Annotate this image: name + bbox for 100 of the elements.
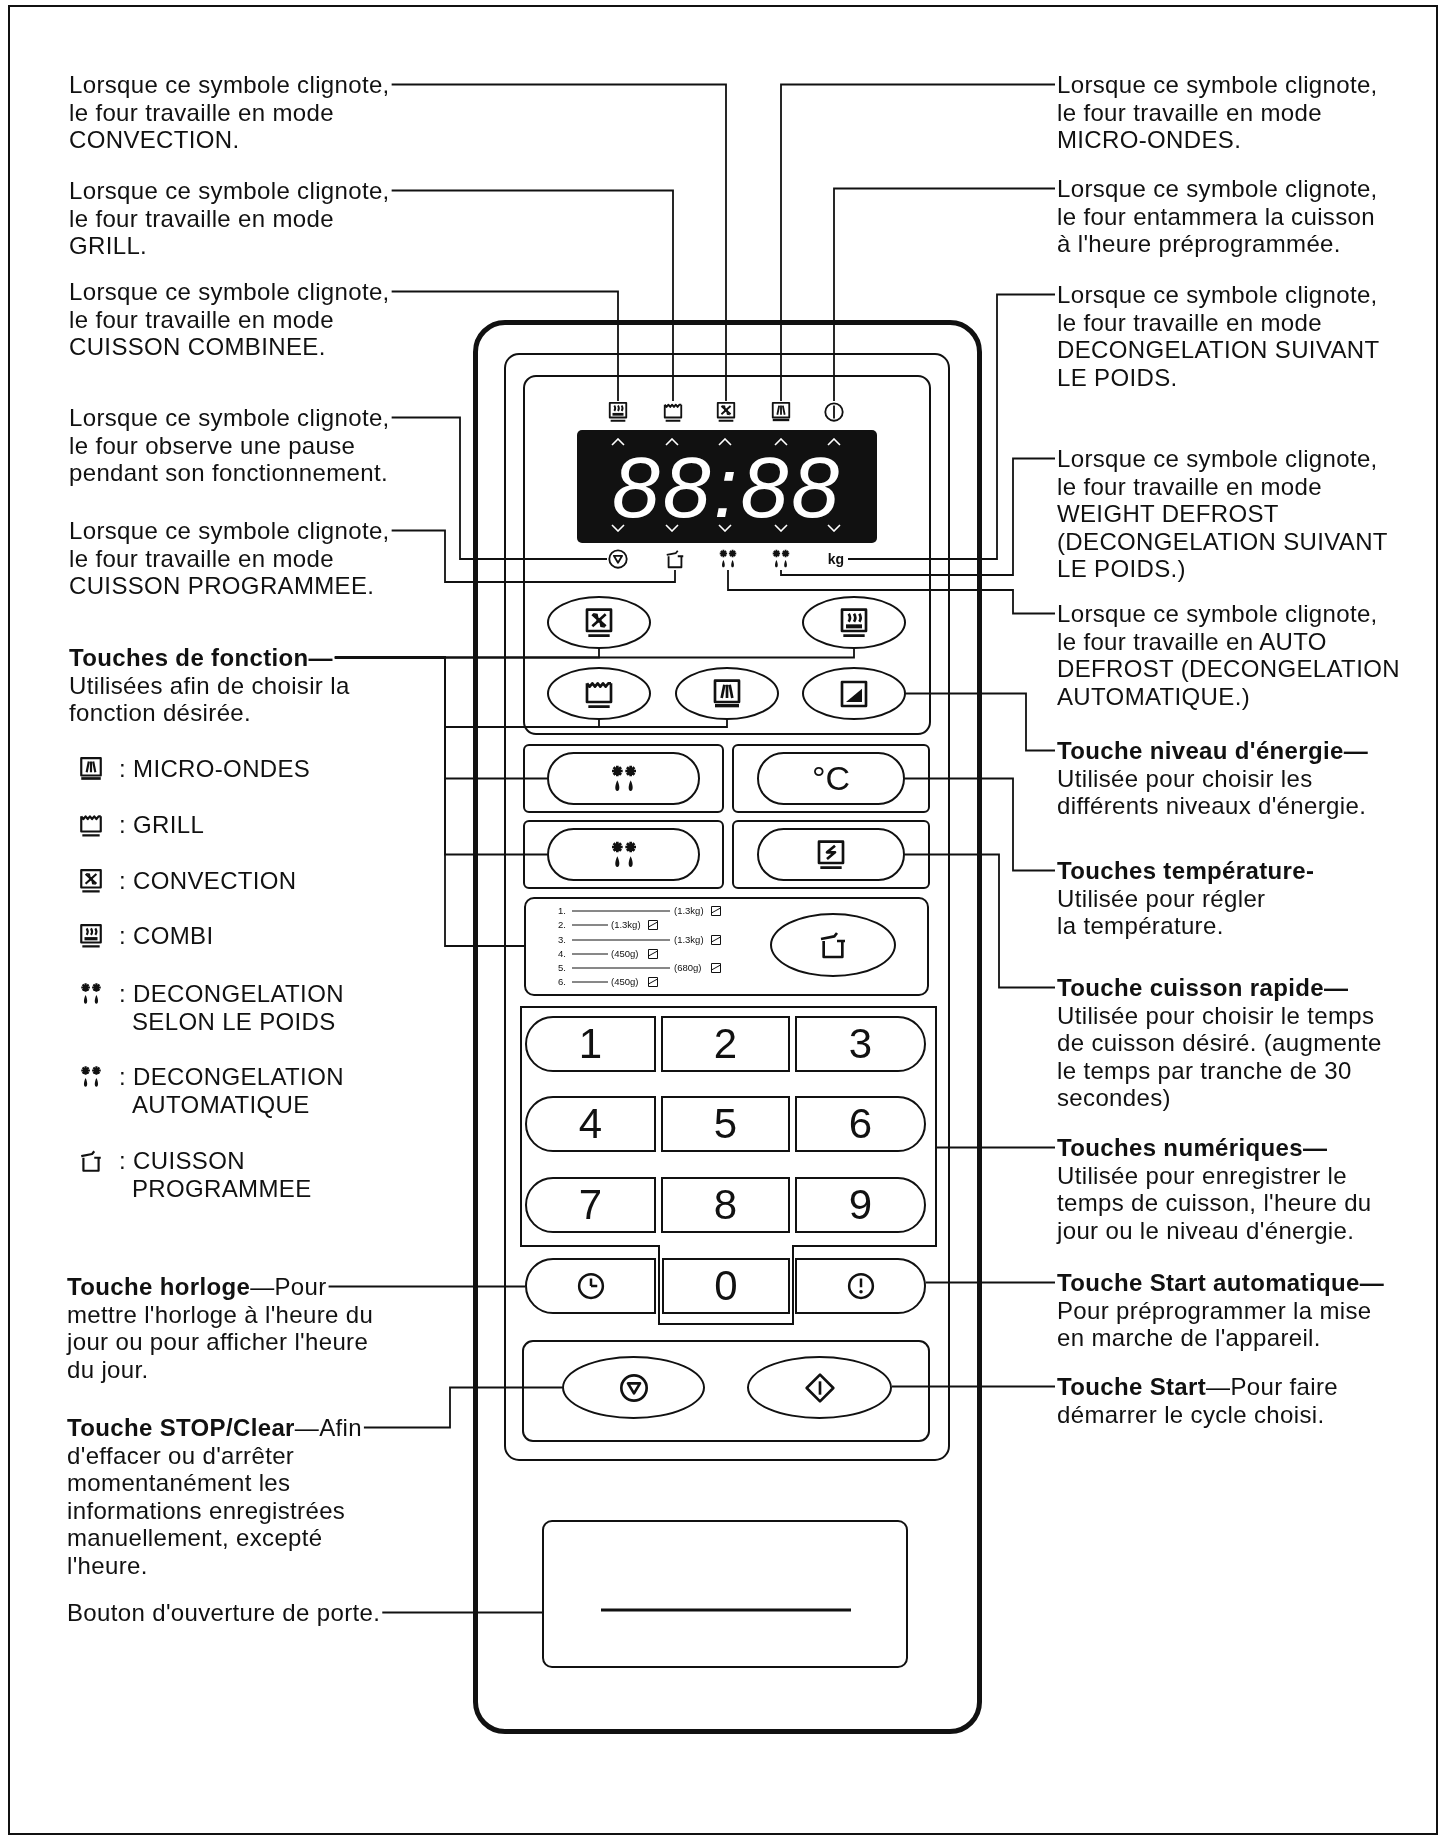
number-key: 9 <box>795 1177 926 1233</box>
callout-heading: Touche Start automatique— <box>1057 1269 1384 1297</box>
rays-box-icon <box>770 401 792 423</box>
callout-text: Pour préprogrammer la mise en marche de l'appareil. <box>1057 1296 1373 1352</box>
leader-line <box>780 83 1056 402</box>
callout-text: Touche STOP/Clear—Afin d'effacer ou d'arrêter momentanément les informations enregistrées manuellement, excepté l'heure. <box>67 1414 363 1580</box>
callout-text: Utilisée pour enregistrer le temps de cuisson, l'heure du jour ou le niveau d'énergie. <box>1057 1161 1373 1245</box>
legend-text: : COMBI <box>119 922 215 950</box>
legend-text: : DECONGELATION SELON LE POIDS <box>119 980 345 1036</box>
leader-line <box>847 293 1056 560</box>
number-key: 3 <box>795 1016 926 1072</box>
list-number: 3. <box>558 934 566 946</box>
function-key <box>562 1356 705 1419</box>
legend-text: : GRILL <box>119 811 206 839</box>
leader-line <box>727 569 1056 615</box>
callout-text: Lorsque ce symbole clignote, le four travaille en mode CONVECTION. <box>69 71 391 154</box>
callout-text: Utilisée pour choisir les différents niveaux d'énergie. <box>1057 764 1368 820</box>
leader-line <box>334 656 525 947</box>
program-panel <box>524 897 929 996</box>
function-key <box>525 1258 656 1314</box>
function-key <box>547 752 700 805</box>
number-key: 6 <box>795 1096 926 1152</box>
control-panel <box>473 320 982 1734</box>
weight-label: (1.3kg) <box>674 934 704 946</box>
function-key <box>547 596 651 649</box>
weight-label: (680g) <box>674 962 702 974</box>
leader-line <box>925 1281 1056 1284</box>
callout-heading: Touches température- <box>1057 857 1315 885</box>
leader-line <box>390 416 608 560</box>
legend-text: : MICRO-ONDES <box>119 755 312 783</box>
weight-label: (1.3kg) <box>611 919 641 931</box>
leader-line <box>936 1146 1056 1149</box>
callout-heading: Touches de fonction— <box>69 644 333 672</box>
unit-label: kg <box>824 549 848 569</box>
function-key <box>795 1258 926 1314</box>
leader-line <box>833 187 1056 402</box>
number-key: 2 <box>661 1016 790 1072</box>
function-key: °C <box>757 752 905 805</box>
leader-line <box>390 529 676 583</box>
door-button <box>542 1520 908 1668</box>
function-key <box>770 913 896 977</box>
callout-text: Lorsque ce symbole clignote, le four entammera la cuisson à l'heure préprogrammée. <box>1057 175 1379 258</box>
number-key: 5 <box>661 1096 790 1152</box>
number-key: 7 <box>525 1177 656 1233</box>
callout-text: Lorsque ce symbole clignote, le four observe une pause pendant son fonctionnement. <box>69 404 391 487</box>
leader-line <box>891 1385 1056 1388</box>
legend-text: : DECONGELATION AUTOMATIQUE <box>119 1063 345 1119</box>
number-key: 0 <box>662 1258 790 1314</box>
function-key <box>747 1356 892 1419</box>
weight-label: (450g) <box>611 948 639 960</box>
callout-text: Bouton d'ouverture de porte. <box>67 1599 382 1627</box>
callout-text: Touche Start—Pour faire démarrer le cycle choisi. <box>1057 1373 1339 1429</box>
function-key <box>675 667 779 720</box>
callout-text: Lorsque ce symbole clignote, le four travaille en mode GRILL. <box>69 177 391 260</box>
number-key: 8 <box>661 1177 790 1233</box>
function-key <box>802 596 906 649</box>
list-number: 2. <box>558 919 566 931</box>
list-number: 6. <box>558 976 566 988</box>
display-panel <box>577 430 877 543</box>
display-digits: 88:88 <box>611 448 843 526</box>
callout-heading: Touche niveau d'énergie— <box>1057 737 1369 765</box>
function-key <box>757 828 905 881</box>
callout-text: Lorsque ce symbole clignote, le four travaille en mode WEIGHT DEFROST (DECONGELATION SUIVANT LE POIDS.) <box>1057 445 1389 583</box>
leader-line <box>363 1386 563 1429</box>
leader-line <box>780 457 1056 576</box>
legend-text: : CUISSON PROGRAMMEE <box>119 1147 313 1203</box>
list-number: 5. <box>558 962 566 974</box>
zigzag-box-icon <box>662 401 684 423</box>
leader-line <box>390 290 619 402</box>
callout-text: Utilisée pour régler la température. <box>1057 884 1267 940</box>
function-key <box>547 828 700 881</box>
callout-text: Utilisée pour choisir le temps de cuisson désiré. (augmente le temps par tranche de 30 secondes) <box>1057 1001 1383 1112</box>
snowflake-drops-icon <box>717 548 739 570</box>
leader-line <box>905 692 1056 752</box>
function-key <box>802 667 906 720</box>
leader-line <box>390 83 727 402</box>
leader-line <box>381 1611 543 1614</box>
snowflake-drops-icon <box>770 548 792 570</box>
function-key <box>547 667 651 720</box>
leader-line <box>904 777 1056 872</box>
callout-text: Lorsque ce symbole clignote, le four travaille en AUTO DEFROST (DECONGELATION AUTOMATIQUE.) <box>1057 600 1401 711</box>
weight-label: (450g) <box>611 976 639 988</box>
leader-line <box>904 853 1056 989</box>
leader-line <box>390 189 674 402</box>
list-number: 1. <box>558 905 566 917</box>
callout-heading: Touche cuisson rapide— <box>1057 974 1349 1002</box>
callout-text: Utilisées afin de choisir la fonction désirée. <box>69 671 351 727</box>
legend-text: : CONVECTION <box>119 867 298 895</box>
callout-text: Touche horloge—Pour mettre l'horloge à l'heure du jour ou pour afficher l'heure du jour. <box>67 1273 375 1384</box>
callout-text: Lorsque ce symbole clignote, le four travaille en mode DECONGELATION SUIVANT LE POIDS. <box>1057 281 1381 392</box>
number-key: 4 <box>525 1096 656 1152</box>
callout-text: Lorsque ce symbole clignote, le four travaille en mode MICRO-ONDES. <box>1057 71 1379 154</box>
callout-text: Lorsque ce symbole clignote, le four travaille en mode CUISSON PROGRAMMEE. <box>69 517 391 600</box>
waves-box-icon <box>607 401 629 423</box>
callout-text: Lorsque ce symbole clignote, le four travaille en mode CUISSON COMBINEE. <box>69 278 391 361</box>
weight-label: (1.3kg) <box>674 905 704 917</box>
leader-line <box>327 1285 526 1288</box>
pot-icon <box>664 548 686 570</box>
fan-box-icon <box>715 401 737 423</box>
number-key: 1 <box>525 1016 656 1072</box>
